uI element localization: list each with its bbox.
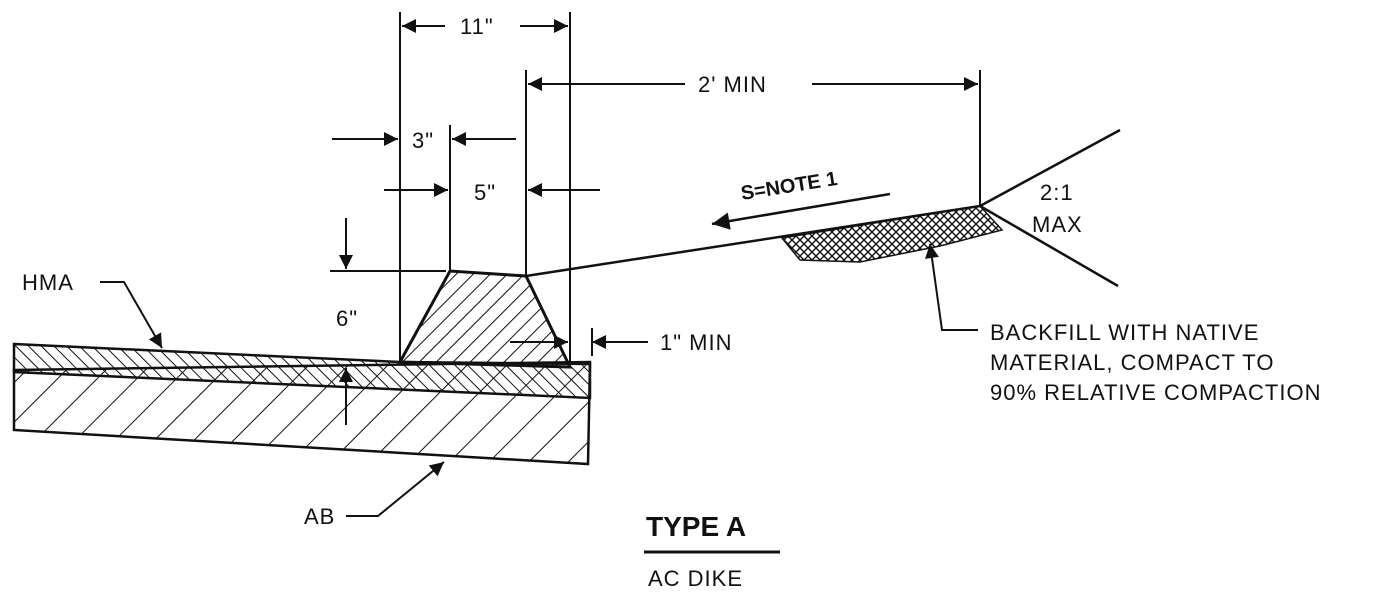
dim-top-width: 11"	[460, 14, 494, 39]
hma-pavement-layer	[12, 342, 592, 400]
dim-min-clearance: 2' MIN	[698, 72, 767, 97]
ac-dike-body	[397, 269, 573, 369]
label-hma: HMA	[22, 270, 74, 295]
backfill-area	[780, 205, 1004, 263]
label-slope: S=NOTE 1	[739, 168, 839, 205]
label-ab: AB	[304, 504, 335, 529]
drawing-subtitle: AC DIKE	[648, 566, 743, 591]
note-backfill-line2: MATERIAL, COMPACT TO	[990, 350, 1274, 375]
dim-height: 6"	[336, 306, 358, 331]
leader-hma	[100, 281, 163, 349]
dim-top-flat: 5"	[474, 180, 496, 205]
leader-ab	[346, 461, 445, 517]
label-slope-max: MAX	[1032, 212, 1083, 237]
note-backfill-line3: 90% RELATIVE COMPACTION	[990, 380, 1321, 405]
cut-slope-lower	[979, 204, 1119, 288]
dim-back-offset: 1" MIN	[660, 330, 732, 355]
dim-left-offset: 3"	[412, 128, 434, 153]
label-slope-ratio: 2:1	[1040, 180, 1074, 205]
slope-direction-arrow	[711, 192, 891, 230]
note-backfill-line1: BACKFILL WITH NATIVE	[990, 320, 1259, 345]
drawing-title: TYPE A	[646, 511, 746, 542]
cut-slope-upper	[979, 128, 1121, 208]
leader-backfill	[925, 243, 978, 331]
